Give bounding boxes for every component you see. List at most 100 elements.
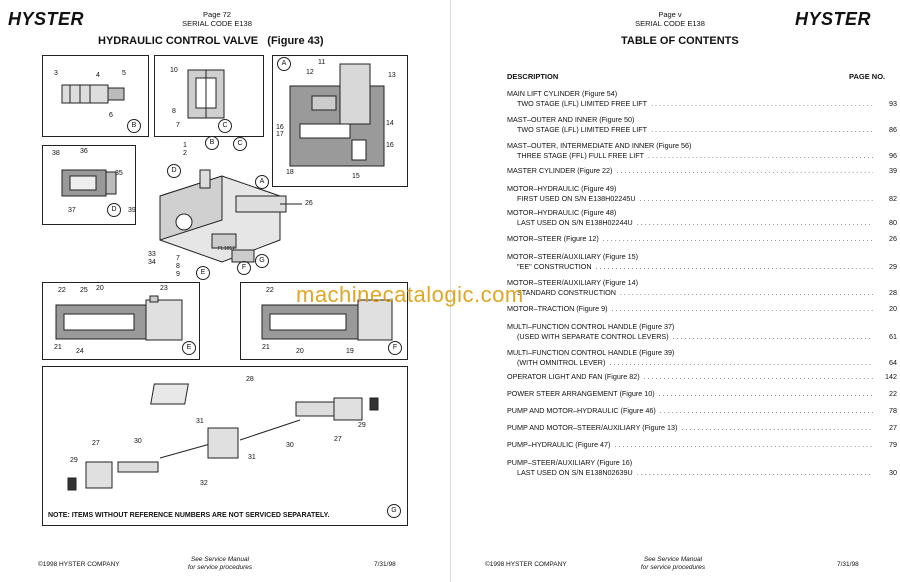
callout-7b: 7 [176, 255, 180, 262]
view-c-marker: C [218, 119, 232, 133]
toc-entry-subtitle: "EE" CONSTRUCTION [517, 261, 592, 271]
toc-entry-subtitle: TWO STAGE (LFL) LIMITED FREE LIFT [517, 98, 648, 108]
callout-13: 13 [388, 72, 396, 79]
toc-title: TABLE OF CONTENTS [621, 35, 739, 47]
page-header: Page 72 SERIAL CODE E138 [182, 10, 252, 28]
callout-23: 23 [160, 285, 168, 292]
toc-entry[interactable]: MAST–OUTER, INTERMEDIATE AND INNER (Figu… [507, 141, 897, 160]
toc-entry[interactable]: OPERATOR LIGHT AND FAN (Figure 82)142 [507, 372, 897, 382]
leader-dots [612, 304, 873, 314]
toc-entry-subtitle: FIRST USED ON S/N E138H02245U [517, 193, 636, 203]
leader-dots [651, 99, 873, 109]
leader-dots [640, 194, 873, 204]
toc-entry[interactable]: MOTOR–STEER/AUXILIARY (Figure 15)"EE" CO… [507, 252, 897, 271]
toc-entry[interactable]: MULTI–FUNCTION CONTROL HANDLE (Figure 37… [507, 322, 897, 341]
toc-page-number: 27 [889, 423, 897, 432]
view-f-marker: F [388, 341, 402, 355]
callout-16b: 16 [386, 142, 394, 149]
callout-12: 12 [306, 69, 314, 76]
toc-page-number: 78 [889, 406, 897, 415]
figure-title: HYDRAULIC CONTROL VALVE (Figure 43) [98, 35, 324, 47]
leader-dots [614, 440, 873, 450]
toc-page-number: 80 [889, 217, 897, 227]
toc-entry[interactable]: MOTOR–STEER (Figure 12)26 [507, 234, 897, 244]
callout-16a: 16 [276, 124, 284, 131]
callout-3: 3 [54, 70, 58, 77]
callout-21b: 21 [262, 344, 270, 351]
toc-entry-subtitle: (USED WITH SEPARATE CONTROL LEVERS) [517, 331, 669, 341]
toc-entry-title: MOTOR–STEER/AUXILIARY (Figure 14) [507, 278, 639, 287]
toc-entry[interactable]: MAIN LIFT CYLINDER (Figure 54)TWO STAGE … [507, 89, 897, 108]
page-number: Page v [658, 10, 682, 19]
view-e-ref: E [196, 266, 210, 280]
hyster-logo: HYSTER [8, 9, 85, 29]
toc-entry-title: MULTI–FUNCTION CONTROL HANDLE (Figure 37… [507, 322, 675, 331]
toc-entry[interactable]: MOTOR–TRACTION (Figure 9) 20 [507, 304, 897, 314]
callout-6: 6 [109, 112, 113, 119]
view-f-ref: F [237, 261, 251, 275]
service-note: NOTE: ITEMS WITHOUT REFERENCE NUMBERS AR… [48, 512, 330, 519]
toc-entry-title: MOTOR–HYDRAULIC (Figure 48) [507, 208, 617, 217]
leader-dots [637, 468, 873, 478]
callout-22b: 22 [266, 287, 274, 294]
callout-29a: 29 [70, 457, 78, 464]
leader-dots [644, 372, 873, 382]
callout-27b: 27 [334, 436, 342, 443]
toc-page-number: 64 [889, 357, 897, 367]
service-reference-line2: for service procedures [187, 564, 253, 571]
callout-20b: 20 [296, 348, 304, 355]
page-header: Page v SERIAL CODE E138 [635, 10, 705, 28]
left-page: HYSTER Page 72 SERIAL CODE E138 HYDRAULI… [8, 9, 408, 571]
leader-dots [659, 389, 873, 399]
callout-33: 33 [148, 251, 156, 258]
toc-entry[interactable]: MOTOR–STEER/AUXILIARY (Figure 14)STANDAR… [507, 278, 897, 297]
toc-entry-title: MOTOR–TRACTION (Figure 9) [507, 304, 608, 313]
toc-page-number: 93 [889, 98, 897, 108]
view-b-marker: B [127, 119, 141, 133]
callout-30a: 30 [134, 438, 142, 445]
toc-entry[interactable]: POWER STEER ARRANGEMENT (Figure 10)22 [507, 389, 897, 399]
toc-entry[interactable]: MASTER CYLINDER (Figure 22)39 [507, 166, 897, 176]
figure-number: (Figure 43) [267, 35, 324, 47]
figure-title-text: HYDRAULIC CONTROL VALVE [98, 35, 259, 47]
view-a-ref: A [255, 175, 269, 189]
leader-dots [596, 262, 873, 272]
toc-entry-title: MASTER CYLINDER (Figure 22) [507, 166, 613, 175]
page-number: Page 72 [203, 10, 231, 19]
callout-8b: 8 [176, 263, 180, 270]
view-e-marker: E [182, 341, 196, 355]
page-column-header: PAGE NO. [849, 72, 886, 81]
toc-entry[interactable]: MAST–OUTER AND INNER (Figure 50)TWO STAG… [507, 115, 897, 134]
figure-code: FL1057 [218, 246, 235, 252]
view-g-ref: G [255, 254, 269, 268]
toc-entry[interactable]: PUMP–HYDRAULIC (Figure 47)79 [507, 440, 897, 450]
toc-page-number: 20 [889, 304, 897, 313]
callout-35: 35 [115, 170, 123, 177]
hyster-logo: HYSTER [795, 9, 872, 29]
service-reference: See Service Manual for service procedure… [623, 556, 723, 572]
serial-code: SERIAL CODE E138 [182, 19, 252, 28]
toc-entry-title: MOTOR–STEER/AUXILIARY (Figure 15) [507, 252, 639, 261]
toc-entry[interactable]: PUMP–STEER/AUXILIARY (Figure 16)LAST USE… [507, 458, 897, 477]
toc-entry-subtitle: LAST USED ON S/N E138N02639U [517, 467, 633, 477]
copyright: ©1998 HYSTER COMPANY [485, 561, 567, 568]
callout-9: 9 [176, 271, 180, 278]
right-page: Page v SERIAL CODE E138 HYSTER TABLE OF … [450, 0, 900, 582]
watermark: machinecatalogic.com [296, 282, 524, 307]
toc-entry-title: OPERATOR LIGHT AND FAN (Figure 82) [507, 372, 640, 381]
toc-entry[interactable]: PUMP AND MOTOR–STEER/AUXILIARY (Figure 1… [507, 423, 897, 433]
toc-entry-title: MOTOR–STEER (Figure 12) [507, 234, 599, 243]
service-reference-line1: See Service Manual [190, 556, 250, 563]
callout-32: 32 [200, 480, 208, 487]
toc-entry-title: PUMP AND MOTOR–STEER/AUXILIARY (Figure 1… [507, 423, 678, 432]
toc-entry-subtitle: (WITH OMNITROL LEVER) [517, 357, 606, 367]
revision-date: 7/31/98 [837, 561, 859, 568]
callout-26: 26 [305, 200, 313, 207]
callout-20: 20 [96, 285, 104, 292]
toc-entry[interactable]: MOTOR–HYDRAULIC (Figure 49)FIRST USED ON… [507, 184, 897, 203]
toc-entry[interactable]: MULTI–FUNCTION CONTROL HANDLE (Figure 39… [507, 348, 897, 367]
toc-entry[interactable]: PUMP AND MOTOR–HYDRAULIC (Figure 46)78 [507, 406, 897, 416]
leader-dots [648, 151, 873, 161]
toc-entry[interactable]: MOTOR–HYDRAULIC (Figure 48)LAST USED ON … [507, 208, 897, 227]
description-column-header: DESCRIPTION [507, 72, 559, 81]
